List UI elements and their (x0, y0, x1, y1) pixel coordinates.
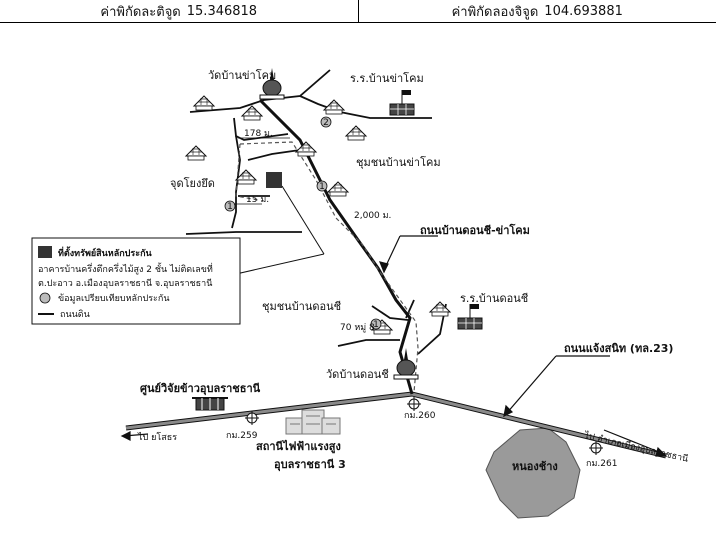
school-icon-ban-kho (389, 89, 415, 116)
latitude-label: ค่าพิกัดละติจูด (100, 4, 181, 20)
label-school-ban-kho: ร.ร.บ้านข่าโคม (350, 71, 424, 85)
legend-asset-title: ที่ตั้งทรัพย์สินหลักประกัน (58, 246, 153, 259)
latitude-cell: ค่าพิกัดละติจูด 15.346818 (0, 0, 358, 22)
label-village-70: 70 หมู่ 8 (340, 323, 375, 333)
label-distance-2000: 2,000 ม. (354, 211, 391, 221)
marker-1c: 1 (373, 320, 379, 330)
label-school-don-chi: ร.ร.บ้านดอนชี (460, 292, 528, 305)
label-substation-1: สถานีไฟฟ้าแรงสูง (256, 439, 341, 454)
longitude-cell: ค่าพิกัดลองจิจูด 104.693881 (357, 0, 716, 22)
road-don-chi-kho-kom (258, 98, 414, 395)
label-substation-2: อุบลราชธานี 3 (274, 458, 346, 472)
label-distance-15: 15 ม. (246, 195, 269, 205)
nong-chang-lake (485, 427, 581, 519)
label-km260: กม.260 (404, 411, 436, 421)
legend-compare-swatch (39, 292, 51, 304)
label-wat-don-chi: วัดบ้านดอนชี (326, 368, 389, 381)
legend-asset-line3: ต.ปะอาว อ.เมืองอุบลราชธานี จ.อุบลราชธานี (38, 278, 212, 289)
legend-asset-swatch (38, 246, 52, 258)
label-km259: กม.259 (226, 431, 258, 441)
leader-lines (120, 235, 668, 457)
label-community-ban-kho: ชุมชนบ้านข่าโคม (356, 155, 441, 169)
marker-2: 2 (323, 118, 329, 128)
marker-1b: 1 (227, 202, 233, 212)
label-wat-ban-kho: วัดบ้านข่าโคม (208, 68, 276, 82)
comparison-markers: 1 1 2 1 (224, 116, 382, 330)
coordinate-bar: ค่าพิกัดละติจูด 15.346818 ค่าพิกัดลองจิจ… (0, 0, 716, 23)
legend-road-label: ถนนดิน (60, 309, 90, 320)
substation-building-icon (285, 409, 341, 435)
rice-center-building-icon (192, 397, 228, 411)
label-location-point: จุดโยงยึด (170, 176, 215, 190)
label-road-don-chi: ถนนบ้านดอนชี-ข่าโคม (420, 223, 530, 237)
label-rice-center: ศูนย์วิจัยข้าวอุบลราชธานี (140, 382, 261, 396)
label-road-chaeng-sanit: ถนนแจ้งสนิท (ทล.23) (564, 342, 673, 355)
label-community-don-chi: ชุมชนบ้านดอนชี (262, 300, 341, 313)
route-dashed (239, 141, 419, 393)
asset-square (266, 172, 282, 188)
marker-1a: 1 (319, 182, 325, 192)
label-distance-178: 178 ม. (244, 129, 273, 139)
map-legend: ที่ตั้งทรัพย์สินหลักประกัน อาคารบ้านครึ่… (31, 237, 241, 325)
temple-icon-don-chi (393, 347, 419, 380)
latitude-value: 15.346818 (186, 3, 258, 19)
label-to-yasothon: ไป ยโสธร (137, 432, 177, 443)
km-post-260-icon (406, 396, 422, 412)
label-km261: กม.261 (586, 459, 617, 469)
longitude-value: 104.693881 (544, 3, 623, 19)
label-nong-chang: หนองช้าง (512, 460, 558, 473)
legend-compare-label: ข้อมูลเปรียบเทียบหลักประกัน (58, 293, 170, 304)
dirt-roads (185, 69, 447, 355)
legend-asset-line2: อาคารบ้านครึ่งตึกครึ่งไม้สูง 2 ชั้น ไม่ต… (38, 262, 213, 275)
longitude-label: ค่าพิกัดลองจิจูด (451, 4, 539, 20)
route-dashed-local (235, 143, 259, 201)
school-icon-don-chi (457, 303, 483, 330)
